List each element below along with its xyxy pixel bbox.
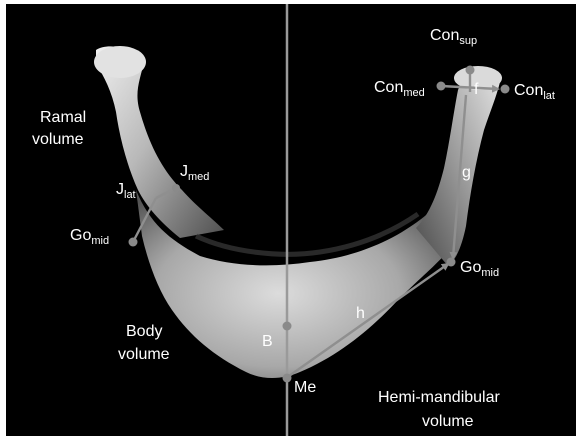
ramal-line-1: Ramal xyxy=(40,109,86,126)
go-mid-right-label: Gomid xyxy=(460,259,499,279)
con-med-label: Conmed xyxy=(374,79,425,99)
b-point xyxy=(283,322,292,331)
go-mid-left-label: Gomid xyxy=(70,227,109,247)
con-sup-point xyxy=(466,66,475,75)
go-mid-right-point xyxy=(447,258,456,267)
ramal-volume-label: Ramal volume xyxy=(32,109,91,148)
j-med-label: Jmed xyxy=(180,163,209,183)
ramal-line-2: volume xyxy=(32,131,84,148)
h-label: h xyxy=(356,305,365,322)
hemi-volume-label: Hemi-mandibular volume xyxy=(378,389,504,430)
go-mid-left-point xyxy=(129,238,138,247)
con-sup-label: Consup xyxy=(430,27,477,47)
me-label: Me xyxy=(294,379,316,396)
right-ramus xyxy=(416,67,500,266)
con-lat-point xyxy=(501,85,510,94)
left-condyle xyxy=(94,46,146,78)
g-label: g xyxy=(462,164,471,181)
hemi-line-1: Hemi-mandibular xyxy=(378,389,500,406)
con-med-point xyxy=(437,82,446,91)
con-lat-label: Conlat xyxy=(514,82,555,102)
body-line-1: Body xyxy=(126,323,162,340)
hemi-line-2: volume xyxy=(422,413,474,430)
body-line-2: volume xyxy=(118,346,170,363)
me-point xyxy=(283,374,292,383)
j-med-point xyxy=(172,184,180,192)
j-lat-label: Jlat xyxy=(116,181,136,201)
body-volume-label: Body volume xyxy=(118,323,170,363)
f-label: f xyxy=(474,81,479,98)
b-label: B xyxy=(262,333,273,350)
